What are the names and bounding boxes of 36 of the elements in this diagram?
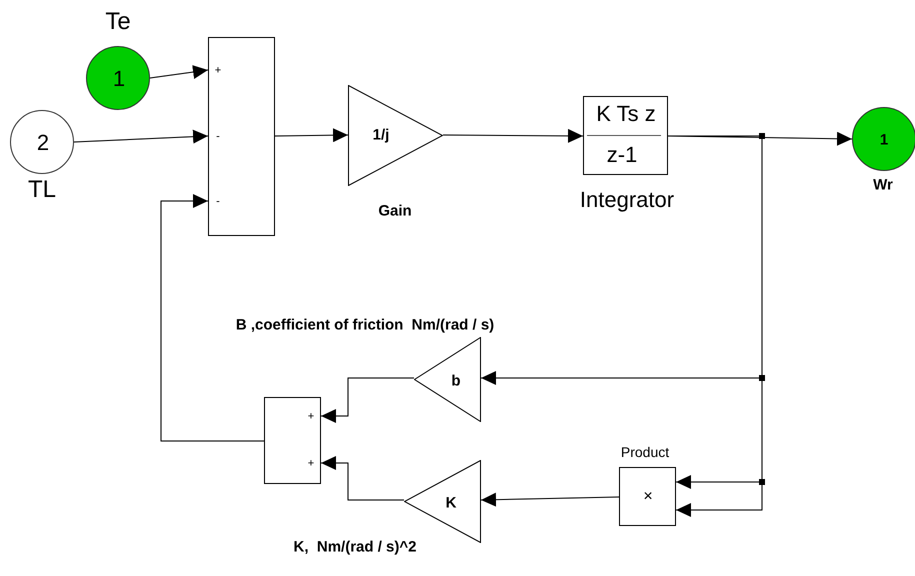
block-value: 1 (112, 68, 126, 90)
block-name: Wr (873, 178, 893, 192)
gain-triangle (414, 337, 481, 422)
signal-arrow (320, 456, 404, 500)
signal-arrow (74, 130, 208, 144)
block-value: b (451, 374, 461, 388)
port-sign: - (216, 196, 220, 208)
signal-arrow (442, 128, 584, 143)
block-name: Gain (378, 204, 412, 218)
block-name: K, Nm/(rad / s)^2 (294, 540, 416, 554)
block-name: TL (28, 178, 56, 202)
sum-block (264, 397, 321, 484)
signal-arrow (150, 65, 208, 79)
block-value: 1 (880, 132, 888, 148)
gain-triangle (348, 85, 443, 186)
block-value: 1/j (372, 128, 390, 142)
integrator-block (583, 96, 668, 175)
block-name: B ,coefficient of friction Nm/(rad / s) (236, 318, 494, 332)
block-value: 2 (36, 132, 50, 154)
product-block (619, 467, 676, 526)
port-sign: + (308, 458, 314, 470)
numerator: K Ts z (596, 103, 656, 125)
block-value: K (446, 496, 456, 510)
port-sign: + (308, 412, 314, 422)
block-name: Product (620, 445, 670, 459)
block-name: Te (105, 10, 131, 34)
port-sign: - (216, 132, 220, 142)
signal-arrow (274, 128, 348, 142)
port-sign: + (214, 66, 222, 76)
sum-block (208, 37, 275, 236)
signal-arrow (480, 492, 620, 507)
signal-arrow (160, 194, 264, 442)
signal-arrow (320, 378, 414, 423)
multiply-sign: × (643, 489, 653, 505)
block-name: Integrator (580, 189, 674, 211)
denominator: z-1 (606, 144, 638, 166)
